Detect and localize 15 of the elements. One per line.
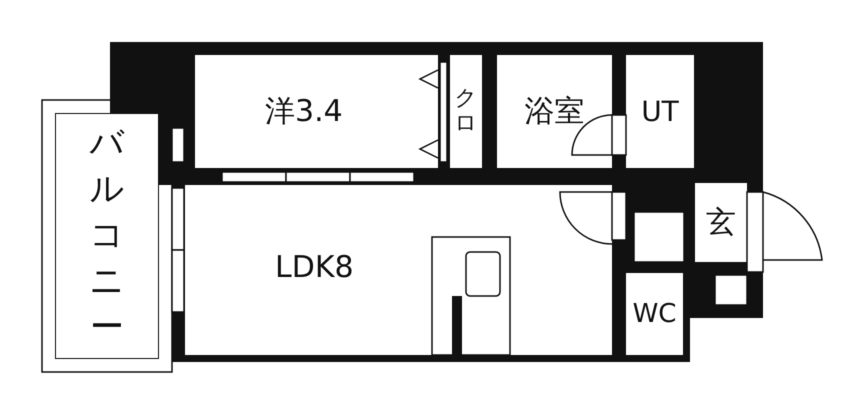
room-area bbox=[195, 55, 438, 168]
room-area bbox=[626, 273, 683, 355]
room-label: 玄 bbox=[706, 208, 736, 238]
balcony-area bbox=[55, 113, 159, 359]
room-label: WC bbox=[632, 301, 676, 327]
room-label: 浴室 bbox=[524, 96, 584, 126]
room-label: 洋3.4 bbox=[265, 96, 343, 126]
room-label: バルコニー bbox=[90, 122, 124, 349]
room-label: UT bbox=[641, 98, 679, 126]
room-label: クロ bbox=[454, 87, 478, 136]
room-label: LDK8 bbox=[275, 253, 354, 283]
room-area bbox=[450, 55, 482, 168]
room-area bbox=[626, 55, 694, 168]
room-area bbox=[497, 55, 612, 168]
room-area bbox=[695, 183, 747, 262]
